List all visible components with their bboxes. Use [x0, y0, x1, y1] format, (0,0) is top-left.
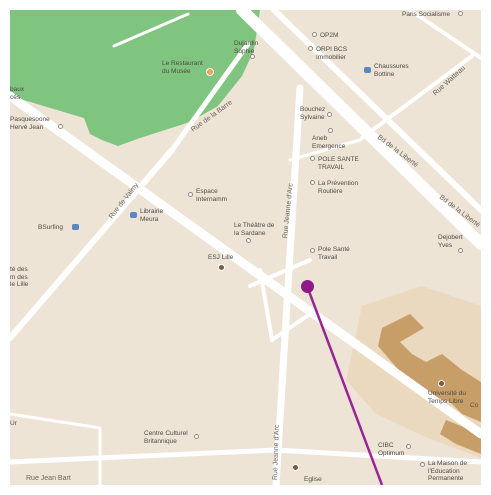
road-bd-liberte-side [271, 10, 481, 213]
place-label[interactable]: Aneb Emergence [312, 135, 346, 150]
school-icon[interactable] [438, 380, 445, 387]
place-label[interactable]: Paris Socialisme [402, 11, 451, 18]
route-line [305, 285, 384, 485]
partial-label: Co [470, 402, 479, 409]
road-lower [273, 447, 481, 465]
place-label[interactable]: Dujardin Sophie [234, 40, 259, 55]
road-small [258, 268, 274, 342]
place-label[interactable]: Université du Temps Libre [428, 390, 466, 405]
school-icon[interactable] [218, 264, 225, 271]
circle-icon[interactable] [458, 248, 463, 253]
place-label[interactable]: CIBC Optimum [378, 442, 405, 457]
road-rue-jeanne-darc [272, 84, 304, 485]
circle-icon[interactable] [420, 462, 425, 467]
church-icon[interactable] [292, 464, 299, 471]
place-label[interactable]: Le Restaurant du Musée [162, 60, 203, 75]
campus-building [440, 420, 481, 454]
road-bd-liberte [236, 10, 481, 250]
place-label[interactable]: Eglise [304, 476, 322, 483]
circle-icon[interactable] [58, 124, 63, 129]
place-label[interactable]: La Maison de l'Education Permanente [428, 460, 468, 482]
road-small [112, 12, 190, 48]
circle-icon[interactable] [310, 180, 315, 185]
place-label[interactable]: Espace Internamm [196, 188, 228, 203]
circle-icon[interactable] [308, 46, 313, 51]
road-small [270, 312, 312, 342]
place-label[interactable]: Chaussures Bottine [374, 63, 409, 78]
road-rue-de-valmy [10, 147, 175, 341]
circle-icon[interactable] [188, 192, 193, 197]
place-label[interactable]: Pole Santé Travail [318, 246, 350, 261]
place-label[interactable]: Le Théâtre de la Sardane [234, 222, 275, 237]
map-canvas [10, 10, 481, 485]
circle-icon[interactable] [312, 32, 317, 37]
place-label[interactable]: La Prévention Routière [318, 180, 359, 195]
circle-icon[interactable] [458, 11, 463, 16]
street-label: Rue Jean Bart [26, 475, 71, 482]
road-small [408, 10, 481, 60]
circle-icon[interactable] [310, 156, 315, 161]
place-label[interactable]: Centre Culturel Britannique [144, 430, 188, 445]
place-label[interactable]: POLE SANTE TRAVAIL [318, 156, 359, 171]
road-small [10, 412, 102, 430]
place-label[interactable]: BSurfing [38, 224, 63, 231]
circle-icon[interactable] [310, 248, 315, 253]
circle-icon[interactable] [246, 238, 251, 243]
road-rue-watteau [360, 54, 474, 140]
location-marker[interactable] [301, 280, 314, 293]
shopping-bag-icon[interactable] [364, 67, 371, 73]
circle-icon[interactable] [327, 112, 332, 117]
campus-building [378, 314, 481, 422]
partial-label: Ur [10, 420, 17, 427]
partial-label: baux cés [10, 86, 25, 101]
place-label[interactable]: Dejobert Yves [438, 234, 463, 249]
place-label[interactable]: Bouchez Sylvaine [300, 106, 326, 121]
circle-icon[interactable] [250, 54, 255, 59]
place-label[interactable]: ORPI BCS Immobilier [316, 46, 348, 61]
partial-label: té des m des le Lille [10, 266, 29, 288]
circle-icon[interactable] [406, 444, 411, 449]
road-rue-jean-bart [10, 447, 279, 465]
circle-icon[interactable] [194, 434, 199, 439]
place-label[interactable]: OP2M [320, 32, 339, 39]
circle-icon[interactable] [328, 128, 333, 133]
shopping-bag-icon[interactable] [130, 212, 137, 218]
place-label[interactable]: Pasquesoone Hervé Jean [10, 116, 50, 131]
restaurant-icon[interactable] [206, 68, 214, 76]
shopping-bag-icon[interactable] [72, 224, 79, 230]
road-small [288, 138, 362, 162]
road-rue-de-la-barre [10, 91, 481, 439]
place-label[interactable]: Librairie Meura [140, 208, 164, 223]
place-label[interactable]: ESJ Lille [208, 254, 234, 261]
road-rue-de-valmy-north [169, 41, 251, 153]
